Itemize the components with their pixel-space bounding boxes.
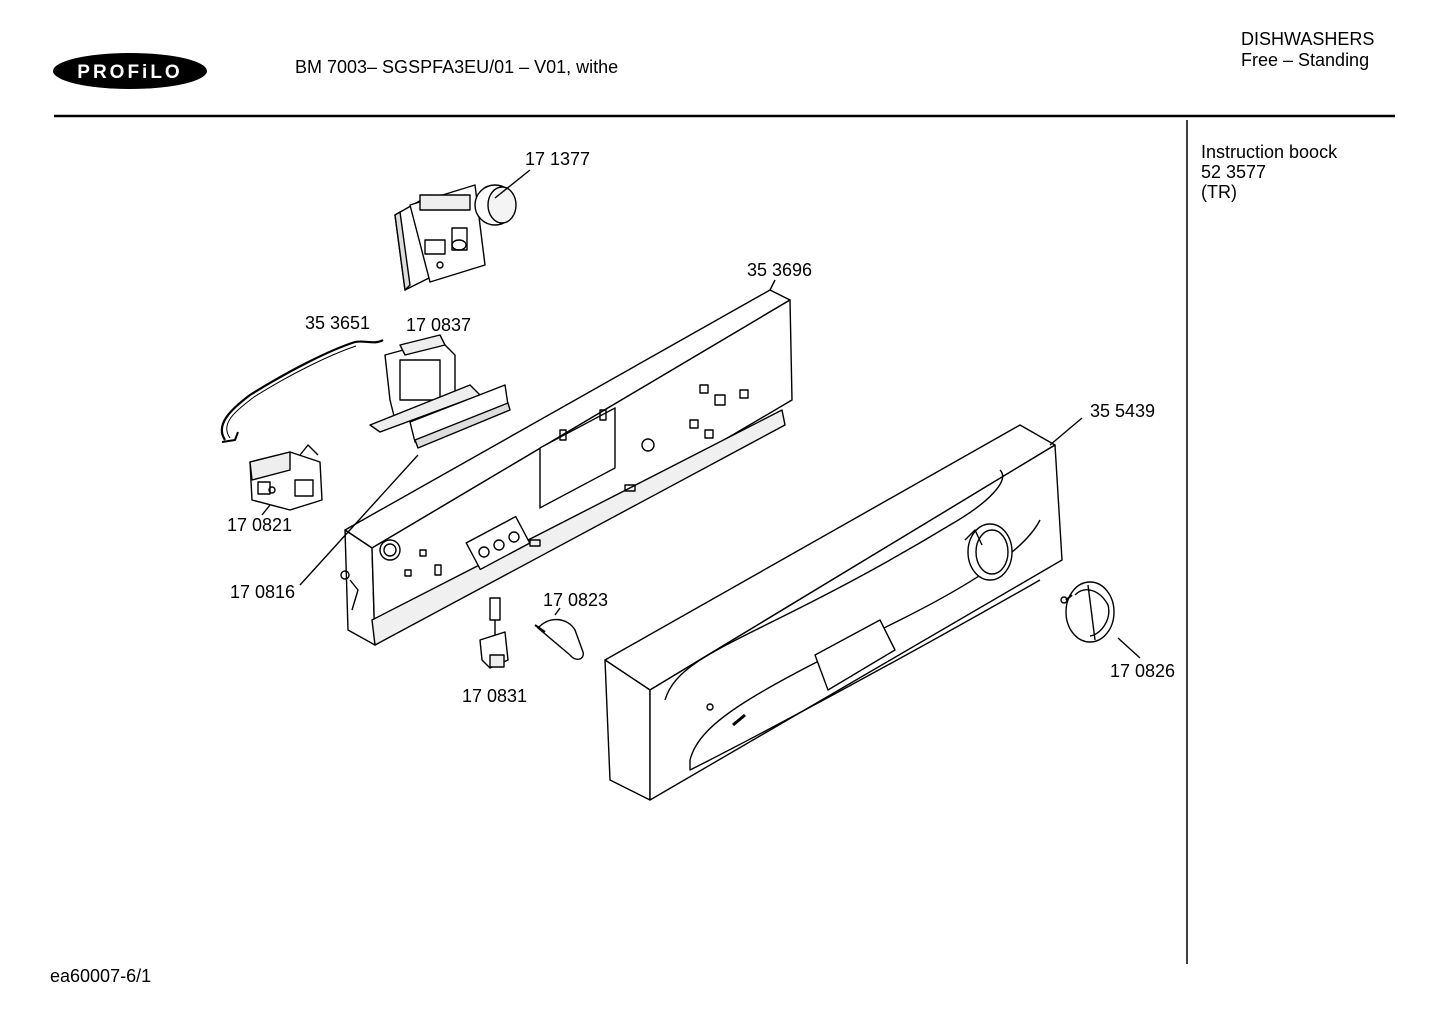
leader-170826 — [1117, 637, 1141, 659]
sensor-part — [479, 597, 509, 669]
instruction-book-number: 52 3577 — [1201, 162, 1267, 182]
leader-170823 — [554, 607, 561, 616]
relay-part — [249, 444, 323, 511]
part-label: 17 0816 — [230, 582, 296, 602]
leader-170816 — [299, 454, 419, 586]
leader-355439 — [1049, 417, 1083, 446]
switch-part — [369, 334, 511, 449]
part-label: 17 0821 — [227, 515, 293, 535]
wire-part — [220, 339, 384, 443]
instruction-book-panel: Instruction boock 52 3577 (TR) — [1201, 142, 1337, 202]
part-label: 17 0823 — [543, 590, 609, 610]
part-label: 35 5439 — [1090, 401, 1156, 421]
part-label: 35 3696 — [747, 260, 813, 280]
part-label: 17 0826 — [1110, 661, 1176, 681]
button-part — [534, 618, 584, 660]
model-line: BM 7003– SGSPFA3EU/01 – V01, withe — [295, 57, 619, 77]
leader-171377 — [494, 169, 531, 199]
part-label: 17 1377 — [525, 149, 591, 169]
knob-part — [1060, 581, 1115, 643]
leader-353696 — [769, 279, 776, 291]
part-label: 35 3651 — [305, 313, 371, 333]
control-frame-part — [340, 289, 793, 646]
instruction-book-title: Instruction boock — [1201, 142, 1338, 162]
part-label: 17 0831 — [462, 686, 528, 706]
category-subtitle: Free – Standing — [1241, 50, 1370, 70]
front-panel-part — [604, 424, 1063, 801]
category-title: DISHWASHERS — [1241, 29, 1375, 49]
timer-part — [394, 184, 517, 291]
drawing-code: ea60007-6/1 — [50, 966, 152, 986]
brand-logo: PROFiLO — [52, 52, 208, 90]
leader-170821 — [261, 504, 271, 516]
brand-logo-text: PROFiLO — [77, 62, 182, 83]
part-label: 17 0837 — [406, 315, 472, 335]
instruction-book-lang: (TR) — [1201, 182, 1237, 202]
